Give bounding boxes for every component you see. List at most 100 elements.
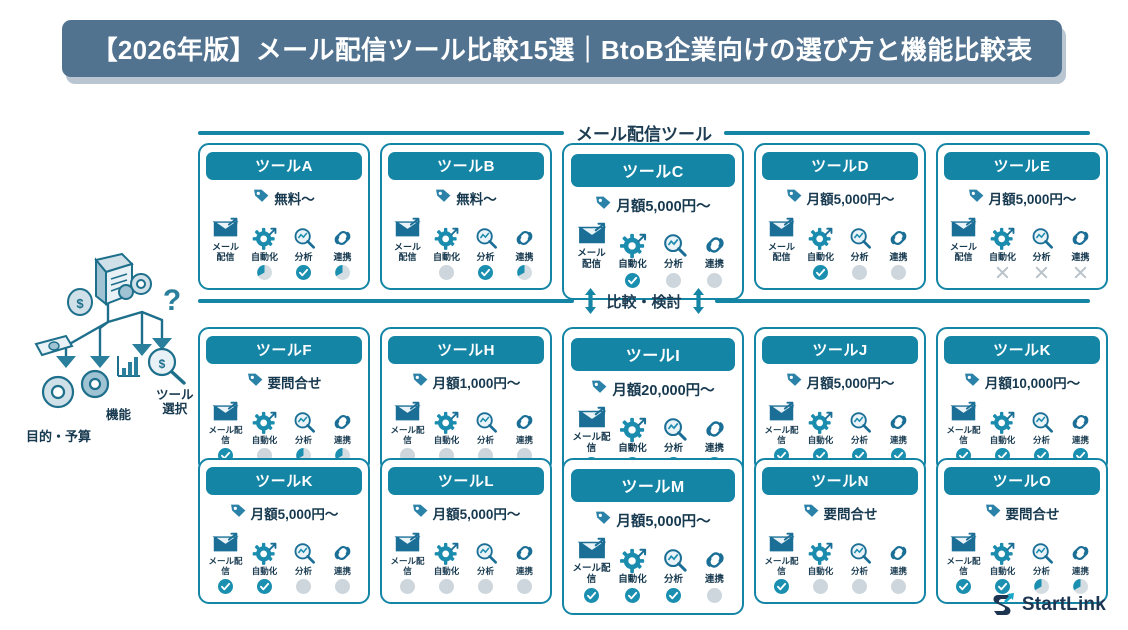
mail-icon <box>950 397 977 424</box>
gear-icon <box>618 415 648 442</box>
feature-label: 自動化 <box>807 565 834 576</box>
feature-label: 分析 <box>476 565 494 576</box>
feature-integration: 連携 <box>506 407 544 464</box>
feature-row: メール配信自動化分析連携 <box>944 528 1100 595</box>
feature-integration: 連携 <box>696 231 734 289</box>
gear-icon <box>807 538 834 565</box>
mail-icon <box>577 222 606 244</box>
feature-automation: 自動化 <box>246 538 284 595</box>
feature-label: メール配信 <box>572 563 611 585</box>
status-muted-icon <box>439 579 454 595</box>
link-icon <box>1067 223 1094 250</box>
divider-right <box>724 130 1090 135</box>
tool-price: 月額10,000円〜 <box>944 371 1100 393</box>
feature-analytics: 分析 <box>841 538 879 595</box>
feature-row: メール 配信自動化分析連携 <box>762 213 918 281</box>
price-text: 月額5,000円〜 <box>616 513 711 530</box>
mail-icon <box>768 401 795 421</box>
mail-icon <box>950 213 977 240</box>
link-icon <box>334 231 351 246</box>
feature-label: 自動化 <box>807 434 834 445</box>
feature-row: メール配信自動化分析連携 <box>944 397 1100 464</box>
feature-label: 連携 <box>515 434 533 445</box>
link-icon <box>705 236 724 253</box>
gear-icon <box>434 411 459 434</box>
tool-card-title: ツールL <box>388 467 544 495</box>
tool-card-title: ツールI <box>571 338 735 371</box>
status-check-icon <box>257 579 272 595</box>
feature-automation: 自動化 <box>802 538 840 595</box>
price-tag-icon <box>254 189 269 202</box>
magnifier-chart-icon <box>1028 407 1055 434</box>
price-tag-icon <box>595 510 612 530</box>
feature-label: 分析 <box>294 252 313 263</box>
status-partial-icon <box>517 265 532 281</box>
feature-row: メール配信自動化分析連携 <box>571 535 735 604</box>
feature-label: メール配信 <box>208 425 243 445</box>
feature-label: 連携 <box>889 434 907 445</box>
feature-automation: 自動化 <box>614 231 652 289</box>
feature-label: メール配信 <box>946 425 981 445</box>
feature-automation: 自動化 <box>614 546 652 604</box>
magnifier-chart-icon <box>294 542 315 564</box>
price-tag-icon <box>968 188 985 208</box>
magnifier-chart-icon <box>472 223 499 250</box>
mail-icon <box>577 220 607 247</box>
tool-price: 月額1,000円〜 <box>388 371 544 393</box>
gear-icon <box>618 231 648 258</box>
gear-icon <box>618 546 648 573</box>
label-function: 機能 <box>106 408 132 422</box>
gear-icon <box>433 538 460 565</box>
tool-card-title: ツールK <box>206 467 362 495</box>
feature-analytics: 分析 <box>655 546 693 604</box>
link-icon <box>885 538 912 565</box>
gear-icon <box>808 542 833 565</box>
mail-icon <box>950 401 977 421</box>
tool-price: 無料〜 <box>388 187 544 209</box>
section-header-tools: メール配信ツール <box>198 120 1090 145</box>
magnifier-chart-icon <box>659 546 689 573</box>
tool-card-title: ツールO <box>944 467 1100 495</box>
magnifier-chart-icon <box>846 538 873 565</box>
tool-card-title: ツールA <box>206 152 362 180</box>
status-check-icon <box>774 579 789 595</box>
feature-mail: メール 配信 <box>945 213 983 280</box>
feature-analytics: 分析 <box>655 231 693 289</box>
feature-label: 分析 <box>663 573 683 585</box>
status-muted-icon <box>852 265 867 281</box>
mail-icon <box>577 535 607 562</box>
gear-icon <box>989 223 1016 250</box>
gear-icon <box>619 417 646 442</box>
feature-integration: 連携 <box>1062 538 1100 595</box>
feature-mail: メール配信 <box>207 397 245 464</box>
status-check-icon <box>625 588 640 604</box>
status-muted-icon <box>891 579 906 595</box>
magnifier-chart-icon <box>850 542 871 564</box>
price-tag-icon <box>230 504 245 517</box>
tool-card-title: ツールB <box>388 152 544 180</box>
feature-label: 自動化 <box>618 442 647 454</box>
link-icon <box>329 538 356 565</box>
feature-label: 分析 <box>663 442 683 454</box>
feature-label: 自動化 <box>432 252 460 263</box>
price-tag-icon <box>803 503 820 523</box>
mail-icon <box>577 537 606 559</box>
tool-card-title: ツールH <box>388 336 544 364</box>
